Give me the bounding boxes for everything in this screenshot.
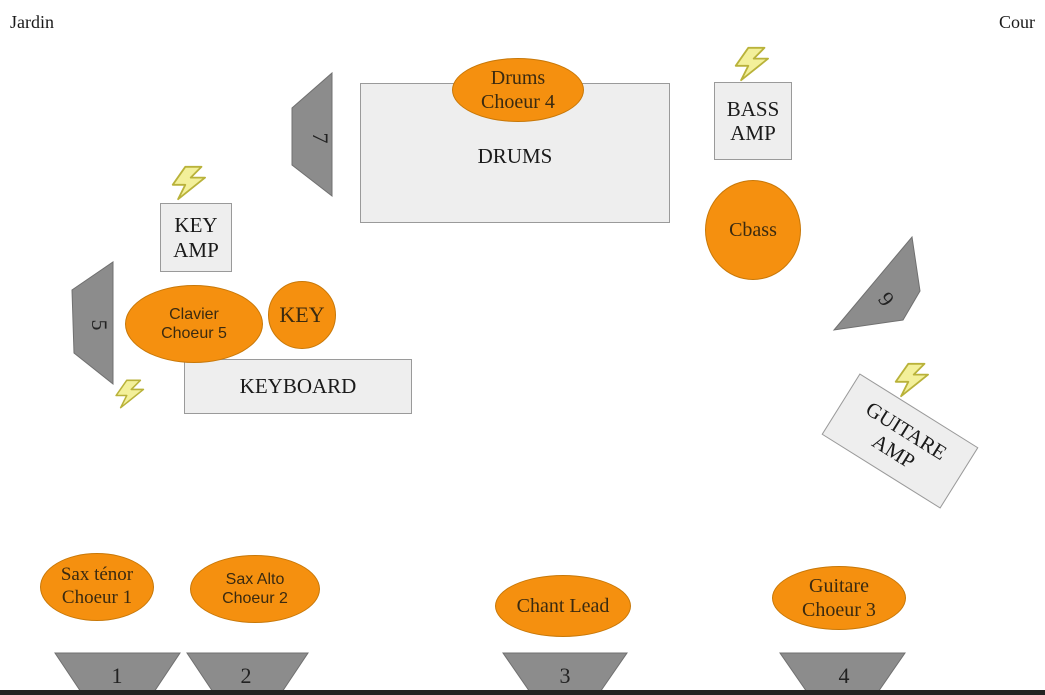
stage-edge	[0, 690, 1045, 695]
monitor-4: 4	[779, 652, 906, 695]
sax-tenor-performer: Sax ténor Choeur 1	[40, 553, 154, 621]
jardin-label: Jardin	[10, 12, 54, 32]
monitor-4-label: 4	[839, 663, 850, 688]
drums-performer: Drums Choeur 4	[452, 58, 584, 122]
guitare-line1: Guitare	[809, 575, 869, 597]
bass-amp-line2: AMP	[730, 121, 776, 145]
monitor-3: 3	[502, 652, 628, 695]
cbass-performer: Cbass	[705, 180, 801, 280]
key-performer: KEY	[268, 281, 336, 349]
monitor-1: 1	[54, 652, 181, 695]
drums-riser-label: DRUMS	[477, 144, 553, 168]
key-amp-power-icon	[171, 165, 207, 201]
monitor-1-label: 1	[112, 663, 123, 688]
bass-amp-line1: BASS	[726, 96, 780, 121]
sax-tenor-line2: Choeur 1	[61, 587, 133, 608]
sax-alto-line1: Sax Alto	[225, 570, 285, 588]
key-amp-line1: KEY	[174, 213, 218, 238]
drums-performer-line1: Drums	[490, 67, 546, 89]
sax-alto-line2: Choeur 2	[222, 590, 288, 607]
key-performer-label: KEY	[279, 301, 325, 327]
keyboard: KEYBOARD	[184, 359, 412, 414]
cour-label: Cour	[999, 12, 1035, 32]
monitor-7-label: 7	[308, 133, 333, 144]
chant-lead-label: Chant Lead	[516, 595, 610, 617]
keyboard-power-icon	[115, 379, 145, 409]
monitor-5-label: 5	[87, 320, 112, 331]
sax-alto-performer: Sax Alto Choeur 2	[190, 555, 320, 623]
clavier-performer-line2: Choeur 5	[161, 325, 227, 342]
bass-amp: BASS AMP	[714, 82, 792, 160]
guitare-line2: Choeur 3	[802, 599, 876, 621]
monitor-2: 2	[186, 652, 309, 695]
monitor-6: 6	[832, 235, 921, 331]
bass-amp-power-icon	[734, 46, 770, 82]
clavier-performer-line1: Clavier	[169, 305, 219, 323]
key-amp-line2: AMP	[173, 237, 219, 262]
keyboard-label: KEYBOARD	[239, 374, 357, 399]
guitare-performer: Guitare Choeur 3	[772, 566, 906, 630]
monitor-2-label: 2	[241, 663, 252, 688]
monitor-7: 7	[291, 71, 333, 198]
monitor-5: 5	[71, 261, 114, 386]
sax-tenor-line1: Sax ténor	[60, 564, 134, 586]
chant-lead-performer: Chant Lead	[495, 575, 631, 637]
monitor-3-label: 3	[560, 663, 571, 688]
key-amp: KEY AMP	[160, 203, 232, 272]
clavier-performer: Clavier Choeur 5	[125, 285, 263, 363]
guitare-amp-power-icon	[894, 362, 930, 398]
drums-performer-line2: Choeur 4	[481, 91, 555, 113]
cbass-performer-label: Cbass	[729, 219, 777, 241]
